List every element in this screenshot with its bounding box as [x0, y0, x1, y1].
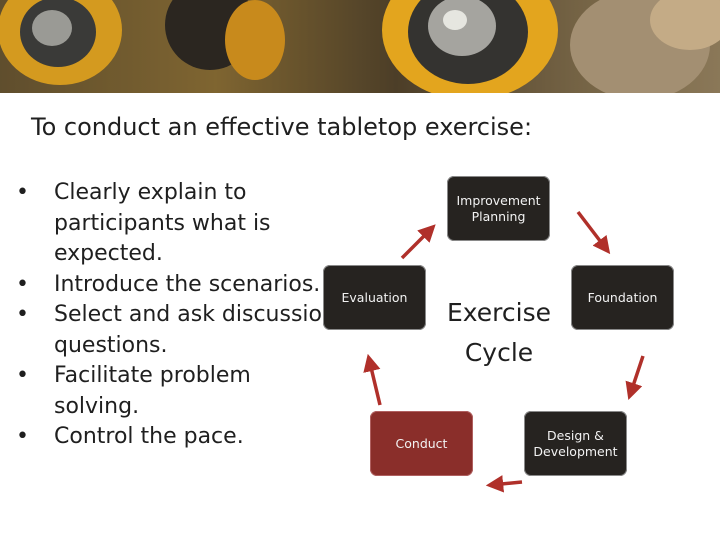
bullet-item: Introduce the scenarios. [16, 270, 336, 301]
bullet-list: Clearly explain to participants what is … [16, 178, 336, 453]
stage-evaluation: Evaluation [323, 265, 426, 330]
stage-foundation: Foundation [571, 265, 674, 330]
stage-conduct: Conduct [370, 411, 473, 476]
mining-helmet-lamps-image [0, 0, 720, 93]
arrow-conduct-to-evaluation [363, 353, 382, 406]
bullet-item: Clearly explain to participants what is … [16, 178, 336, 270]
arrow-design-to-conduct [485, 475, 523, 493]
slide-title: To conduct an effective tabletop exercis… [31, 113, 533, 141]
stage-label: Conduct [395, 435, 448, 451]
stage-improvement-planning: Improvement Planning [447, 176, 550, 241]
header-photo-banner [0, 0, 720, 93]
stage-label: Planning [471, 208, 526, 224]
stage-label: Design & [547, 427, 604, 443]
stage-design-development: Design & Development [524, 411, 627, 476]
stage-label: Foundation [587, 289, 658, 305]
cycle-center-label: Exercise Cycle [436, 293, 562, 373]
stage-label: Improvement [456, 192, 541, 208]
bullet-item: Control the pace. [16, 422, 336, 453]
arrow-foundation-to-design [625, 355, 645, 400]
bullet-item: Facilitate problem solving. [16, 361, 336, 422]
arrow-evaluation-to-improvement [400, 224, 436, 260]
center-label-line: Cycle [464, 338, 534, 367]
arrow-improvement-to-foundation [576, 210, 611, 255]
stage-label: Development [533, 443, 618, 459]
stage-label: Evaluation [341, 289, 408, 305]
center-label-line: Exercise [446, 298, 552, 327]
bullet-item: Select and ask discussion questions. [16, 300, 336, 361]
